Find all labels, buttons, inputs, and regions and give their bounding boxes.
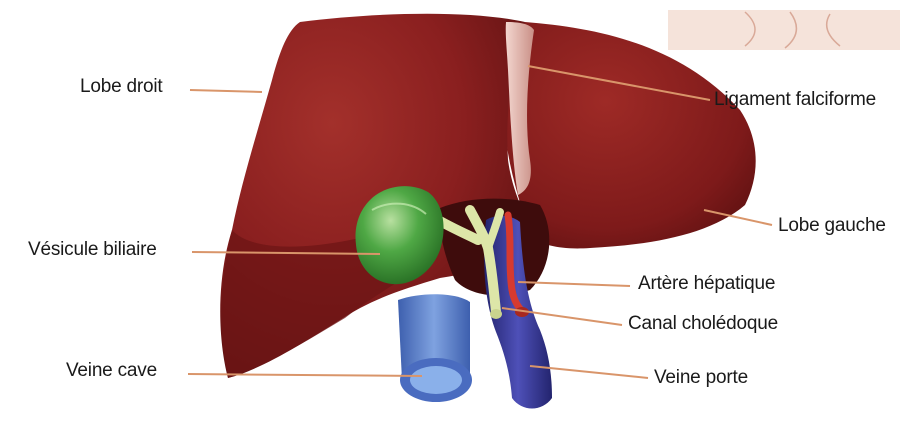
veine-cave-shape xyxy=(398,294,472,402)
leader-veine-cave xyxy=(188,374,422,376)
label-ligament-falciforme: Ligament falciforme xyxy=(714,89,876,111)
inset-background xyxy=(668,10,900,50)
label-canal-choledoque: Canal cholédoque xyxy=(628,313,778,335)
label-artere-hepatique: Artère hépatique xyxy=(638,273,775,295)
leader-lobe-droit xyxy=(190,90,262,92)
label-veine-cave: Veine cave xyxy=(66,360,157,382)
label-veine-porte: Veine porte xyxy=(654,367,748,389)
label-vesicule-biliaire: Vésicule biliaire xyxy=(28,239,157,261)
label-lobe-gauche: Lobe gauche xyxy=(778,215,886,237)
label-lobe-droit: Lobe droit xyxy=(80,76,163,98)
